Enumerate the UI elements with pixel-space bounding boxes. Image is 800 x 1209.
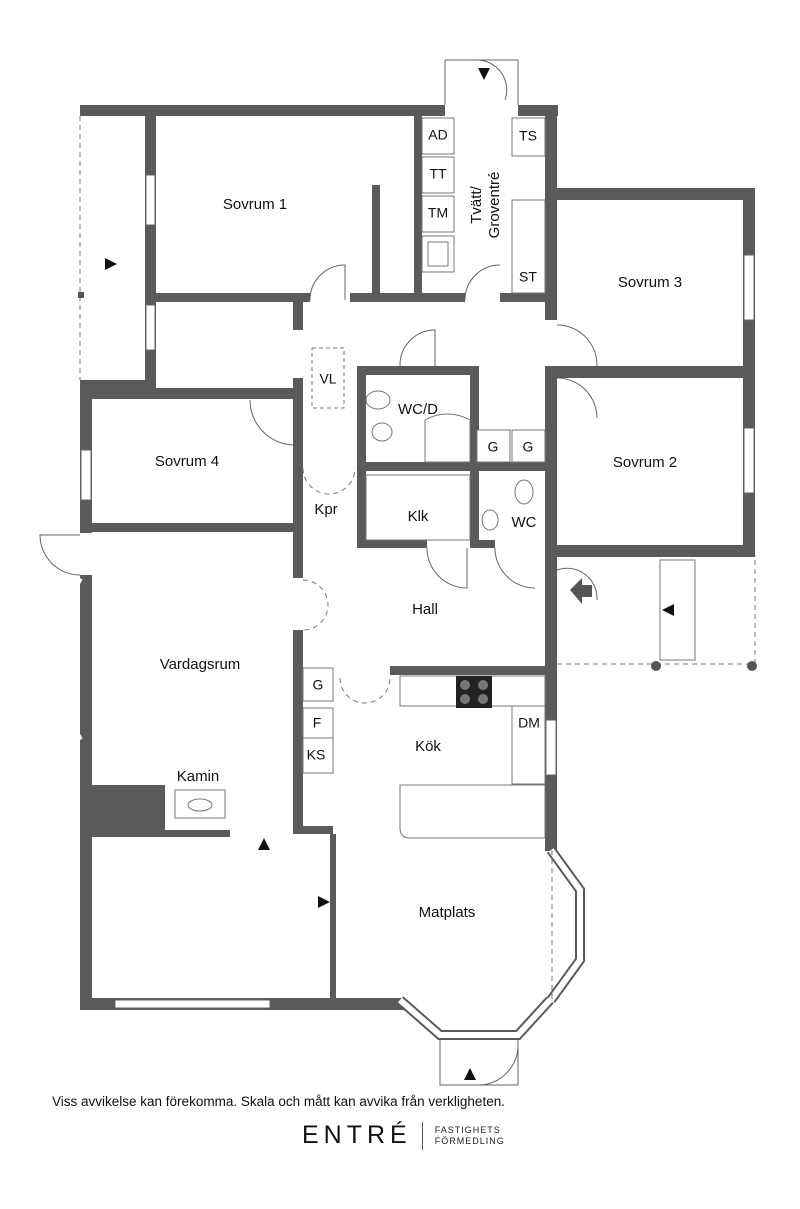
label-g3: G (313, 677, 324, 693)
doors (39, 59, 598, 1086)
room-wc: WC (512, 514, 537, 531)
room-kamin: Kamin (177, 768, 220, 785)
logo-sub: FASTIGHETS FÖRMEDLING (435, 1125, 505, 1147)
room-klk: Klk (408, 508, 429, 525)
toilet-icon (371, 422, 393, 442)
label-g2: G (523, 439, 534, 455)
room-sovrum-4: Sovrum 4 (155, 453, 219, 470)
bathtub-icon (365, 390, 391, 410)
label-g1: G (488, 439, 499, 455)
brand-logo: ENTRÉ FASTIGHETS FÖRMEDLING (302, 1121, 505, 1150)
label-tt: TT (429, 166, 447, 182)
label-ts: TS (519, 128, 537, 144)
room-matplats: Matplats (419, 904, 476, 921)
room-sovrum-1: Sovrum 1 (223, 196, 287, 213)
shower-icon (424, 413, 471, 463)
label-ks: KS (307, 747, 326, 763)
entrance-arrow-icon (570, 578, 592, 604)
room-hall: Hall (412, 601, 438, 618)
label-dm: DM (518, 715, 540, 731)
room-sovrum-3: Sovrum 3 (618, 274, 682, 291)
toilet-icon-2 (514, 479, 534, 505)
label-f: F (313, 715, 322, 731)
windows (49, 174, 755, 1040)
room-sovrum-2: Sovrum 2 (613, 454, 677, 471)
room-kok: Kök (415, 738, 441, 755)
fixtures (105, 68, 674, 1080)
stove-icon (456, 676, 492, 708)
fixture-ad (421, 117, 455, 155)
fixture-labels: AD TT TM TS ST VL G G G F KS DM (307, 127, 540, 763)
room-vardagsrum: Vardagsrum (160, 656, 241, 673)
logo-sub-line2: FÖRMEDLING (434, 1135, 505, 1146)
logo-main: ENTRÉ (302, 1121, 412, 1149)
label-st: ST (519, 269, 537, 285)
room-tvatt-line2: Groventré (486, 172, 503, 239)
disclaimer: Viss avvikelse kan förekomma. Skala och … (52, 1094, 505, 1109)
room-tvatt-line1: Tvätt/ (468, 185, 485, 223)
label-ad: AD (428, 127, 447, 143)
room-kpr: Kpr (314, 501, 337, 518)
label-vl: VL (319, 371, 336, 387)
logo-sub-line1: FASTIGHETS (434, 1124, 501, 1135)
room-labels: Sovrum 1 Sovrum 3 Sovrum 2 Sovrum 4 Tvät… (155, 172, 682, 921)
logo-divider (421, 1121, 423, 1150)
walls (80, 105, 755, 1010)
room-wcd: WC/D (398, 401, 438, 418)
label-tm: TM (428, 205, 448, 221)
